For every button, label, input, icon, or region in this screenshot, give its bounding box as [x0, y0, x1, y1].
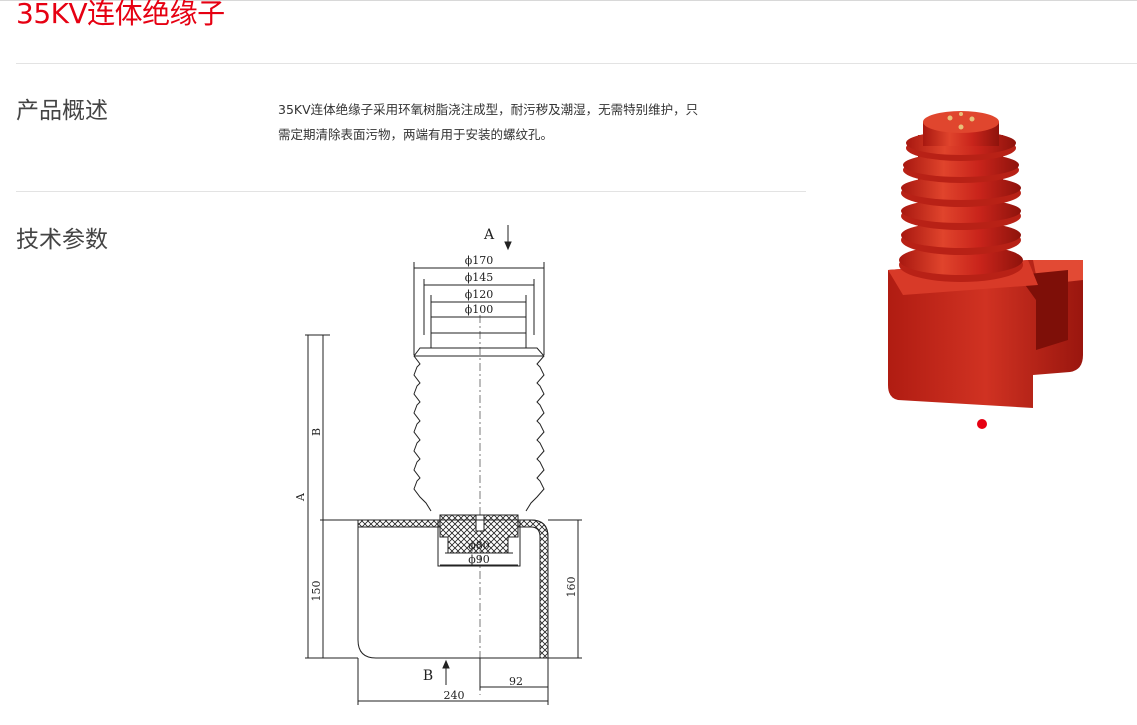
- product-photo: [888, 111, 1083, 408]
- dim-160: 160: [565, 577, 578, 598]
- specs-heading: 技术参数: [16, 227, 108, 253]
- dim-150: 150: [310, 581, 323, 602]
- dim-92: 92: [509, 675, 523, 688]
- dim-phi-145: ϕ145: [465, 271, 494, 284]
- divider-top: [16, 63, 1137, 64]
- technical-drawing: A ϕ170 ϕ145 ϕ120 ϕ100 ϕ80 ϕ90 B A 150 16…: [294, 225, 582, 705]
- label-a-top: A: [483, 227, 495, 243]
- dim-phi-170: ϕ170: [465, 254, 494, 267]
- overview-text-line-2: 需定期清除表面污物，两端有用于安装的螺纹孔。: [278, 127, 554, 142]
- dim-b-vertical: B: [310, 428, 323, 436]
- dim-phi-100: ϕ100: [465, 303, 494, 316]
- overview-text-line-1: 35KV连体绝缘子采用环氧树脂浇注成型，耐污秽及潮湿，无需特别维护，只: [278, 102, 699, 117]
- carousel-indicator-dot[interactable]: [977, 419, 987, 429]
- overview-heading: 产品概述: [16, 98, 108, 124]
- divider-middle: [16, 191, 806, 192]
- dim-phi-90: ϕ90: [468, 553, 490, 566]
- dim-phi-120: ϕ120: [465, 288, 494, 301]
- page-title: 35KV连体绝缘子: [16, 0, 225, 30]
- overview-description: 35KV连体绝缘子采用环氧树脂浇注成型，耐污秽及潮湿，无需特别维护，只 需定期清…: [278, 97, 758, 147]
- label-b-bottom: B: [423, 668, 433, 684]
- top-border: [0, 0, 1137, 1]
- dim-240: 240: [444, 689, 465, 702]
- dim-a-vertical: A: [294, 492, 307, 502]
- dim-phi-80: ϕ80: [468, 539, 490, 552]
